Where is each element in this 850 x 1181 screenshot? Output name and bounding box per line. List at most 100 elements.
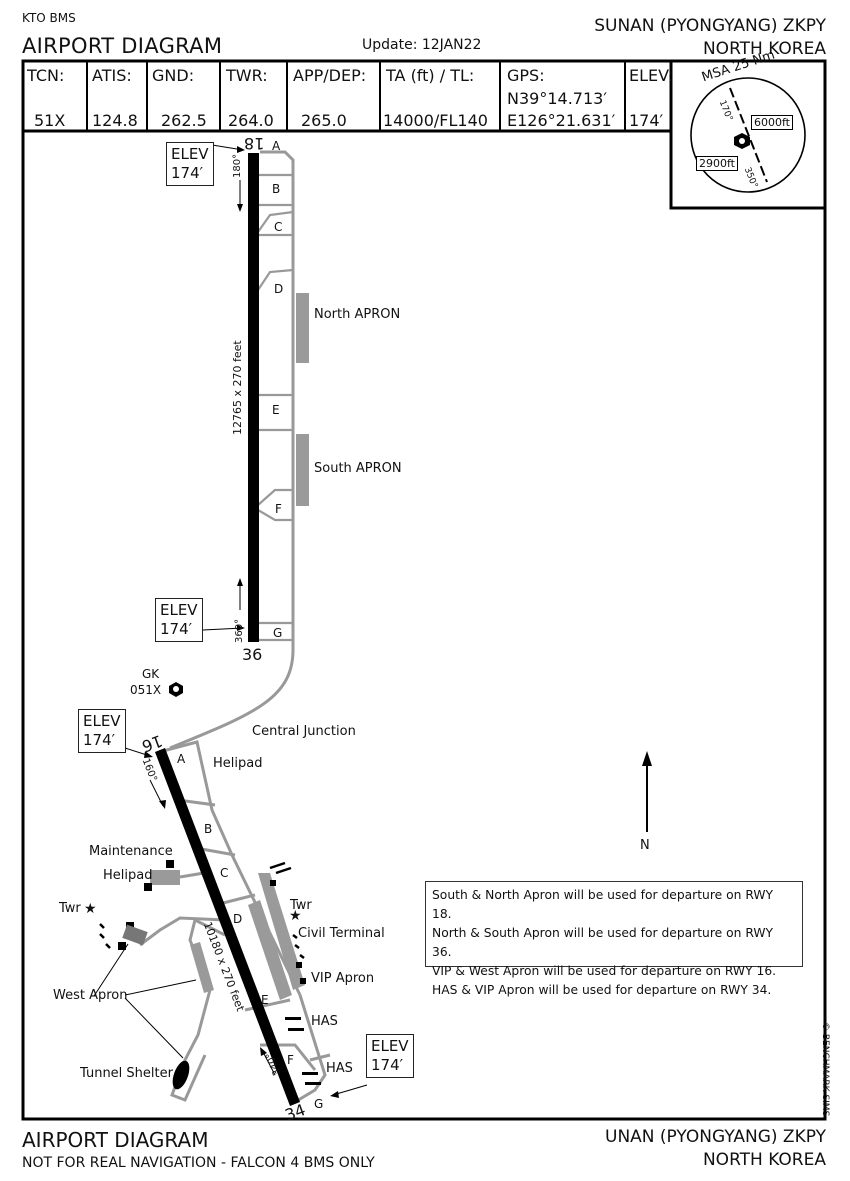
runway-south-strip bbox=[155, 748, 300, 1106]
elev-box-rwy36: ELEV 174′ bbox=[155, 598, 203, 642]
central-junction-label: Central Junction bbox=[252, 724, 356, 739]
elev-box-label: ELEV bbox=[160, 601, 198, 619]
atis-value: 124.8 bbox=[92, 111, 138, 130]
twy-north-g: G bbox=[273, 626, 283, 640]
elev-box-label: ELEV bbox=[371, 1037, 409, 1055]
helipad-left-label: Helipad bbox=[103, 868, 153, 883]
elev-box-label: ELEV bbox=[171, 145, 209, 163]
elev-label: ELEV: bbox=[629, 66, 674, 85]
note-line: HAS & VIP Apron will be used for departu… bbox=[432, 983, 772, 997]
msa-alt-east: 6000ft bbox=[751, 115, 793, 130]
elev-box-value: 174′ bbox=[371, 1056, 404, 1074]
gnd-label: GND: bbox=[152, 66, 195, 85]
twy-south-a: A bbox=[177, 752, 186, 766]
twy-north-f: F bbox=[275, 502, 282, 516]
rwy-18-label: 18 bbox=[244, 134, 265, 153]
note-line: South & North Apron will be used for dep… bbox=[432, 888, 774, 921]
twy-north-e: E bbox=[272, 403, 280, 417]
runway-16-34 bbox=[93, 740, 368, 1106]
elev-box-value: 174′ bbox=[83, 731, 116, 749]
twy-south-c: C bbox=[220, 866, 229, 880]
page-title: AIRPORT DIAGRAM bbox=[22, 34, 223, 58]
elev-box-rwy34: ELEV 174′ bbox=[366, 1034, 414, 1078]
diagram-frame bbox=[21, 59, 827, 1121]
north-arrow-icon bbox=[642, 751, 652, 766]
rwy-north-dimensions: 12765 x 270 feet bbox=[231, 340, 244, 435]
north-label: N bbox=[640, 838, 650, 853]
north-apron bbox=[296, 293, 309, 363]
vortac-icon bbox=[734, 133, 750, 149]
twy-north-c: C bbox=[274, 220, 283, 234]
runway-18-36 bbox=[169, 143, 309, 750]
elev-box-rwy18: ELEV 174′ bbox=[166, 142, 214, 186]
copyright-text: © BENCHMARK SIMS bbox=[820, 1022, 830, 1117]
msa-sector-line bbox=[729, 87, 768, 183]
appdep-label: APP/DEP: bbox=[293, 66, 367, 85]
footer-airport-name: UNAN (PYONGYANG) ZKPY bbox=[605, 1127, 826, 1147]
north-apron-label: North APRON bbox=[314, 307, 401, 322]
elev-box-value: 174′ bbox=[171, 164, 204, 182]
west-apron bbox=[190, 942, 214, 993]
note-line: North & South Apron will be used for dep… bbox=[432, 926, 774, 959]
gk-label: GK bbox=[142, 667, 160, 681]
west-apron-label: West Apron bbox=[53, 988, 128, 1003]
twy-north-d: D bbox=[274, 282, 284, 296]
twy-north-b: B bbox=[272, 182, 281, 196]
table-grid bbox=[86, 61, 672, 131]
gk-vortac-icon bbox=[169, 682, 183, 697]
gnd-value: 262.5 bbox=[161, 111, 207, 130]
tunnel-shelter-icon bbox=[172, 1060, 190, 1090]
country-name: NORTH KOREA bbox=[702, 39, 826, 59]
elev-box-label: ELEV bbox=[83, 712, 121, 730]
south-apron bbox=[296, 434, 309, 506]
vip-apron-label: VIP Apron bbox=[311, 971, 375, 986]
twr-left-label: Twr bbox=[59, 901, 81, 916]
gps-label: GPS: bbox=[507, 66, 545, 85]
atis-label: ATIS: bbox=[92, 66, 132, 85]
rwy-18-heading: 180° bbox=[232, 153, 243, 178]
south-apron-label: South APRON bbox=[314, 461, 402, 476]
twr-value: 264.0 bbox=[228, 111, 274, 130]
msa-circle bbox=[690, 77, 806, 193]
runway-north-strip bbox=[248, 153, 259, 642]
civil-apron bbox=[248, 900, 292, 1000]
twy-south-e: E bbox=[261, 993, 269, 1007]
elev-value: 174′ bbox=[629, 111, 664, 130]
twr-label: TWR: bbox=[226, 66, 268, 85]
twy-south-f: F bbox=[287, 1053, 294, 1067]
helipad-top-label: Helipad bbox=[213, 756, 263, 771]
airport-name: SUNAN (PYONGYANG) ZKPY bbox=[594, 16, 826, 36]
has-label-1: HAS bbox=[311, 1014, 338, 1029]
elev-box-rwy16: ELEV 174′ bbox=[78, 709, 126, 753]
rwy-36-label: 36 bbox=[242, 645, 263, 664]
twy-north-a: A bbox=[272, 139, 281, 153]
twy-south-d: D bbox=[233, 912, 243, 926]
has-label-2: HAS bbox=[326, 1061, 353, 1076]
gps-lat: N39°14.713′ bbox=[507, 89, 607, 108]
tower-right-icon: ★ bbox=[289, 908, 302, 924]
gps-lon: E126°21.631′ bbox=[507, 111, 616, 130]
update-date: Update: 12JAN22 bbox=[362, 37, 482, 53]
departure-notes: South & North Apron will be used for dep… bbox=[425, 881, 803, 997]
appdep-value: 265.0 bbox=[301, 111, 347, 130]
ta-tl-label: TA (ft) / TL: bbox=[386, 66, 475, 85]
tcn-label: TCN: bbox=[27, 66, 65, 85]
msa-alt-west: 2900ft bbox=[696, 156, 738, 171]
tcn-value: 51X bbox=[34, 111, 66, 130]
gk-channel: 051X bbox=[130, 683, 162, 697]
ta-tl-value: 14000/FL140 bbox=[383, 111, 488, 130]
footer-disclaimer: NOT FOR REAL NAVIGATION - FALCON 4 BMS O… bbox=[22, 1155, 375, 1171]
footer-title: AIRPORT DIAGRAM bbox=[22, 1128, 209, 1152]
source-label: KTO BMS bbox=[22, 11, 76, 25]
maintenance-label: Maintenance bbox=[89, 844, 173, 859]
tunnel-shelter-label: Tunnel Shelter bbox=[80, 1066, 173, 1081]
footer-country: NORTH KOREA bbox=[702, 1150, 826, 1170]
rwy-36-heading: 360° bbox=[234, 618, 245, 643]
twr-right-label: Twr bbox=[290, 898, 312, 913]
vip-apron bbox=[258, 873, 305, 990]
civil-terminal-label: Civil Terminal bbox=[298, 926, 385, 941]
elev-box-value: 174′ bbox=[160, 620, 193, 638]
twy-south-g: G bbox=[314, 1097, 324, 1111]
twy-south-b: B bbox=[204, 822, 213, 836]
